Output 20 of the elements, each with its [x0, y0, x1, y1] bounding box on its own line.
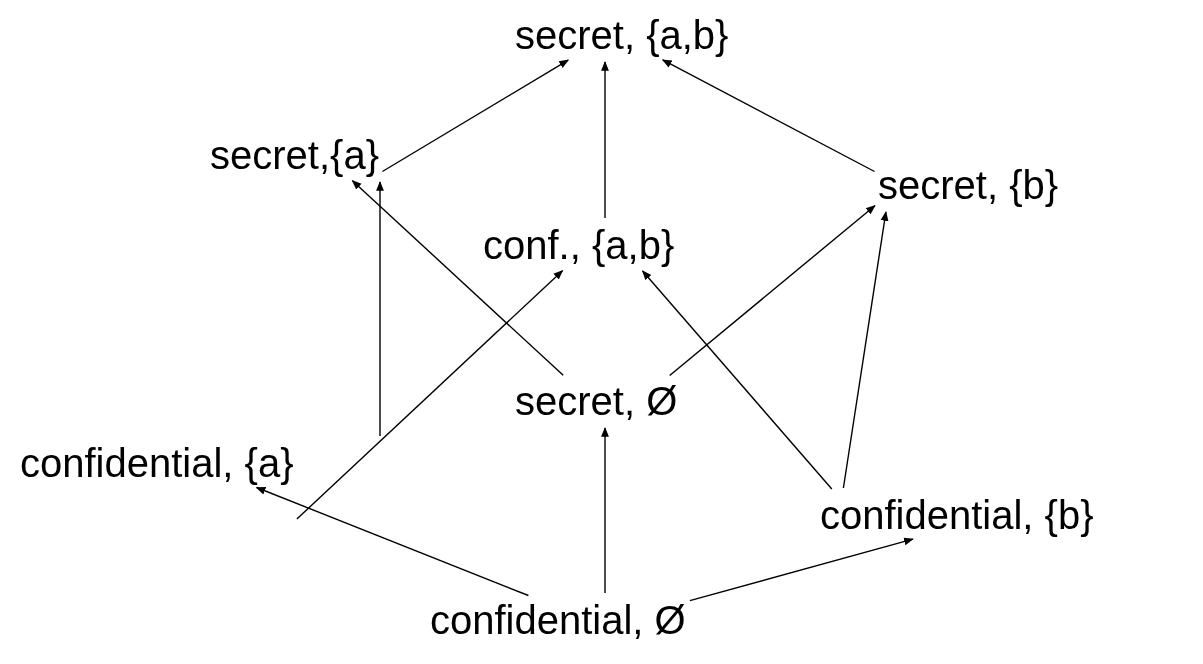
arrow [601, 61, 609, 219]
node-label: confidential, {b} [820, 492, 1094, 538]
node-label: secret, {b} [878, 162, 1059, 208]
arrow [381, 59, 570, 173]
arrow [296, 270, 564, 520]
arrow [601, 427, 609, 594]
arrow [255, 486, 530, 597]
node-label: secret,{a} [210, 132, 379, 178]
node-label: secret, Ø [515, 378, 678, 424]
arrow [842, 211, 889, 489]
arrow [661, 59, 876, 173]
arrow [351, 180, 564, 376]
arrow [641, 270, 833, 490]
node-label: secret, {a,b} [515, 12, 729, 58]
node-label: confidential, Ø [430, 597, 686, 643]
arrow [376, 181, 384, 437]
node-label: confidential, {a} [20, 440, 294, 486]
arrow [689, 537, 914, 602]
node-label: conf., {a,b} [483, 222, 675, 268]
arrow [669, 205, 876, 377]
